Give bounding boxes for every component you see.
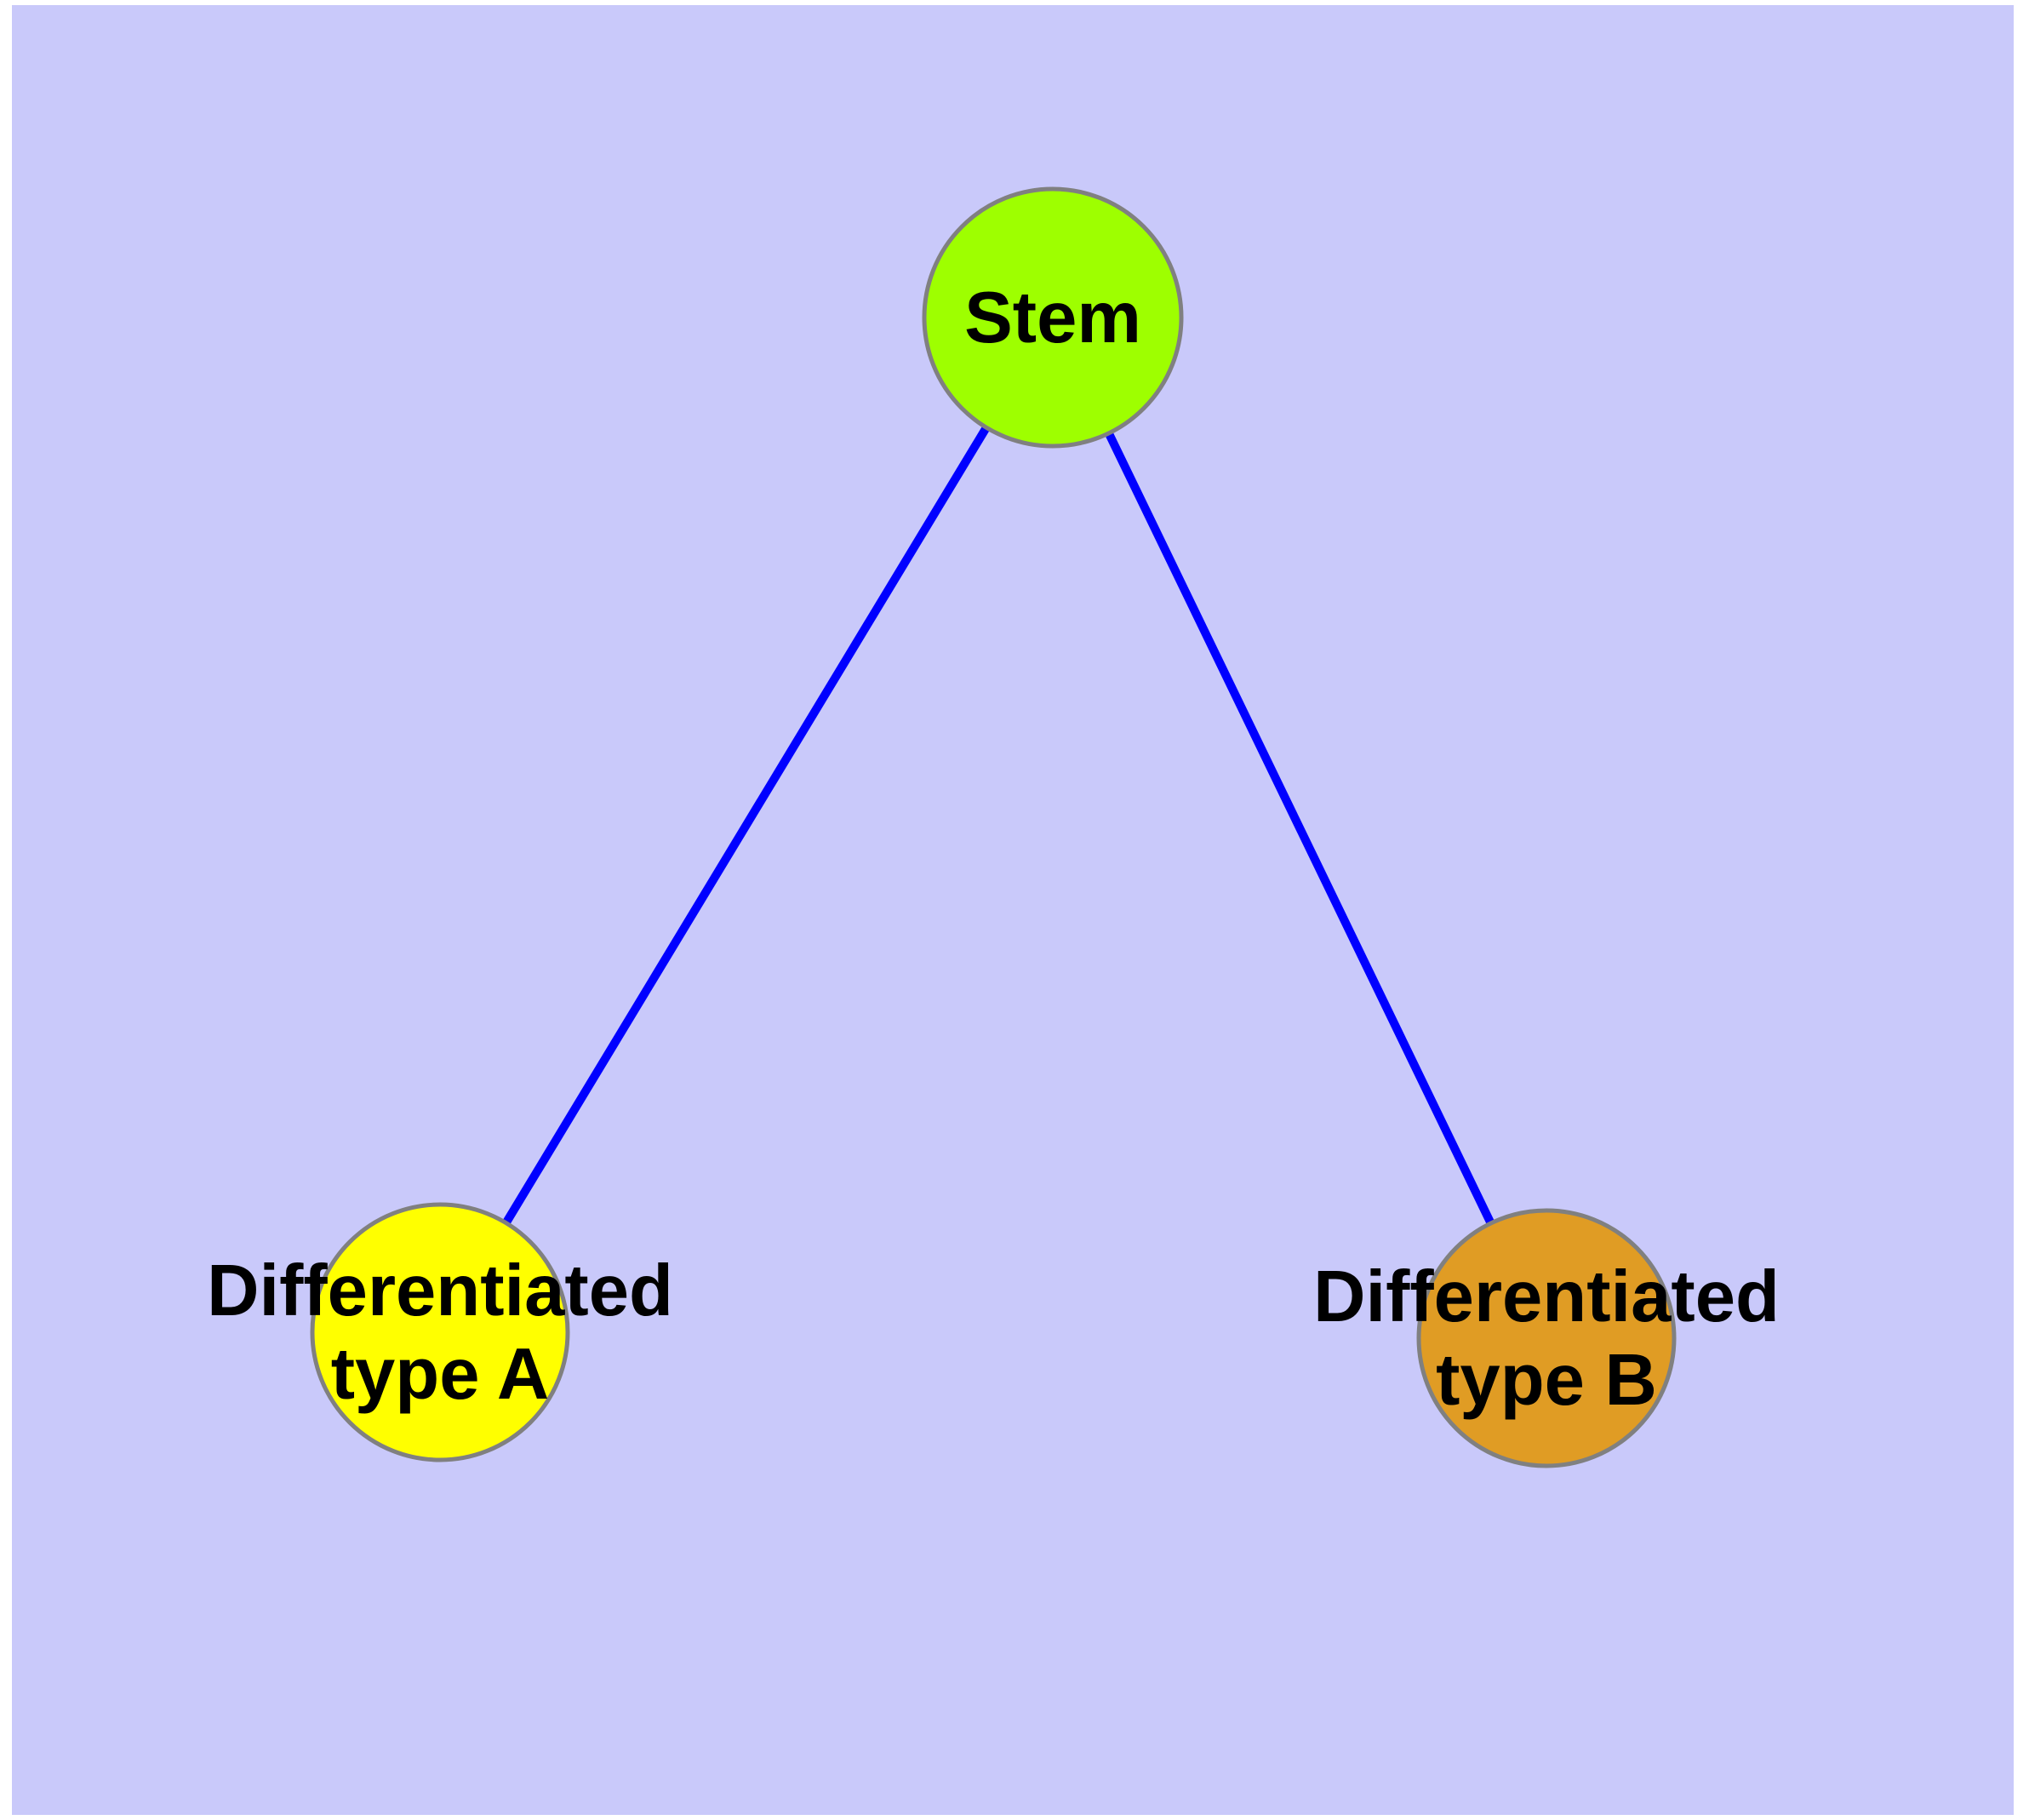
edges-layer <box>436 315 1551 1341</box>
node-circle[interactable] <box>310 1202 570 1462</box>
node-label-line: type A <box>331 1334 550 1415</box>
node-label-line: Differentiated <box>207 1251 673 1331</box>
node-circle[interactable] <box>922 186 1184 449</box>
graph-edge[interactable] <box>436 315 1057 1335</box>
node-circle[interactable] <box>1416 1208 1677 1468</box>
node-label-line: Differentiated <box>1313 1256 1780 1337</box>
graph-edge[interactable] <box>1049 315 1551 1341</box>
node-label: Stem <box>964 278 1141 358</box>
node-label-line: type B <box>1436 1340 1657 1421</box>
graph-node-stem[interactable]: Stem <box>922 186 1184 449</box>
node-label-line: Stem <box>964 278 1141 358</box>
